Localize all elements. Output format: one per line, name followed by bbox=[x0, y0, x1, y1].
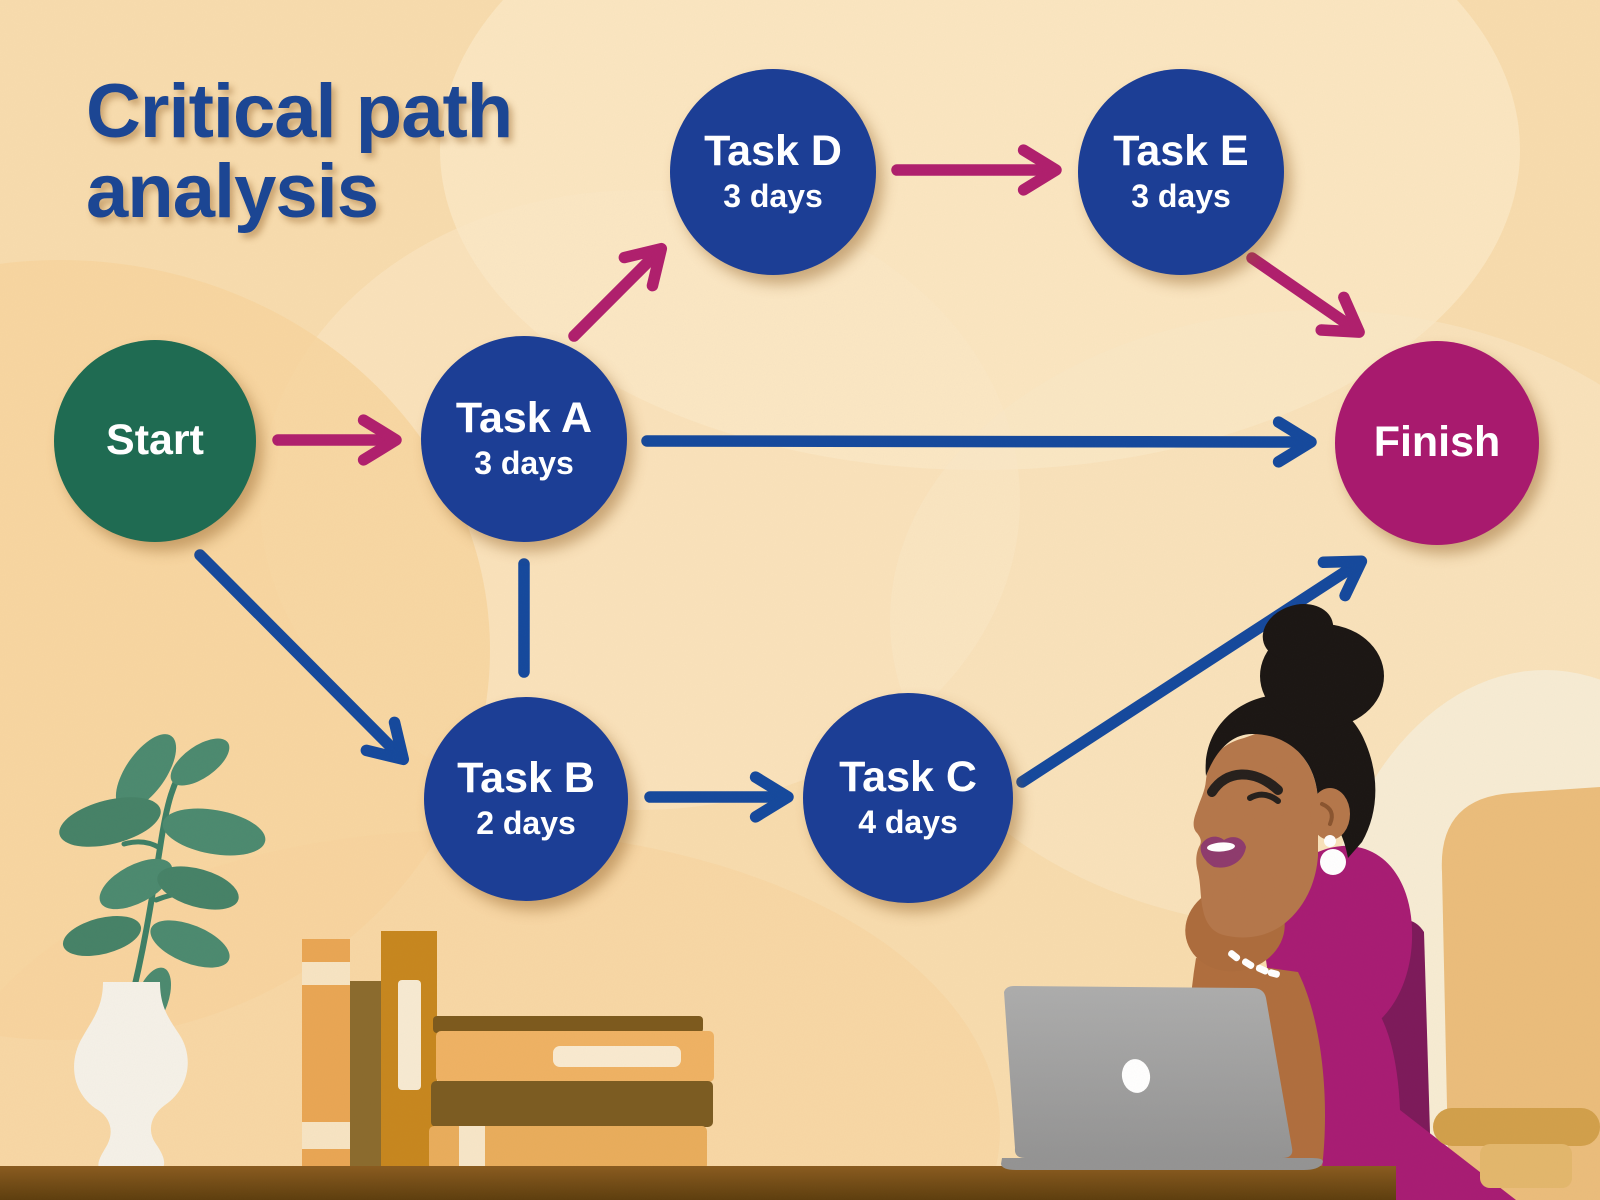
node-task-c: Task C 4 days bbox=[803, 693, 1013, 903]
node-label: Task D bbox=[704, 126, 842, 175]
node-task-b: Task B 2 days bbox=[424, 697, 628, 901]
node-label: Finish bbox=[1373, 418, 1501, 467]
node-duration: 3 days bbox=[723, 178, 823, 215]
node-task-e: Task E 3 days bbox=[1078, 69, 1284, 275]
node-duration: 3 days bbox=[1131, 178, 1231, 215]
node-task-a: Task A 3 days bbox=[421, 336, 627, 542]
node-start: Start bbox=[54, 340, 256, 542]
page-title: Critical path analysis bbox=[86, 69, 513, 234]
node-duration: 3 days bbox=[474, 445, 574, 482]
node-finish: Finish bbox=[1335, 341, 1539, 545]
node-duration: 2 days bbox=[476, 805, 576, 842]
node-label: Task B bbox=[457, 753, 595, 802]
node-label: Task E bbox=[1113, 126, 1249, 175]
node-label: Task C bbox=[839, 752, 977, 801]
node-task-d: Task D 3 days bbox=[670, 69, 876, 275]
node-duration: 4 days bbox=[858, 804, 958, 841]
node-label: Start bbox=[106, 416, 204, 465]
node-label: Task A bbox=[455, 393, 593, 442]
